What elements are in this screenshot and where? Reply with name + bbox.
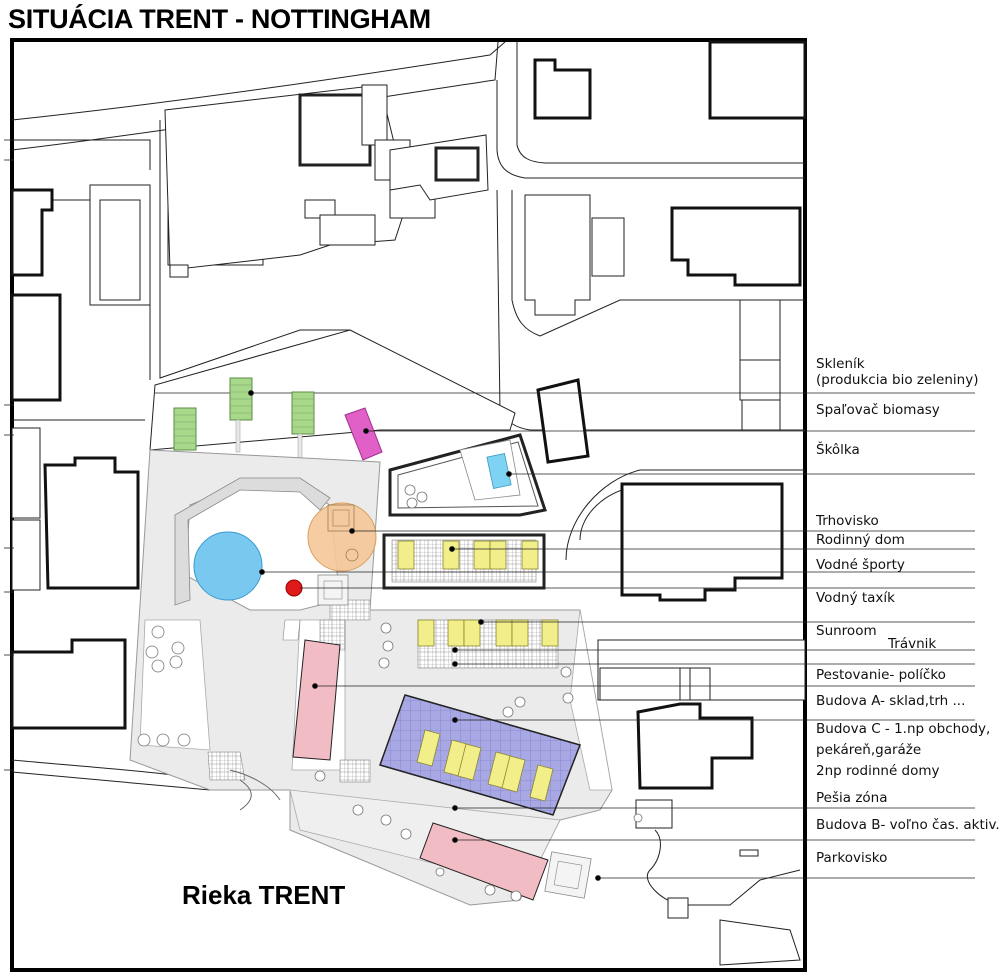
legend-vodny-taxik: Vodný taxík <box>816 590 895 606</box>
family-houses <box>397 540 539 570</box>
map-title: SITUÁCIA TRENT - NOTTINGHAM <box>8 4 431 34</box>
tree-lawn <box>139 619 211 751</box>
legend-rodinny-dom: Rodinný dom <box>816 532 905 548</box>
terrace-steps <box>174 477 331 606</box>
legend-pesia-zona: Pešia zóna <box>816 790 888 806</box>
legend-budova-c-line2: pekáreň,garáže <box>816 742 922 758</box>
market-circle <box>307 502 377 572</box>
building-a <box>292 639 341 761</box>
greenhouse-stripes <box>174 384 314 444</box>
river-label: Rieka TRENT <box>182 880 346 910</box>
legend-sklenik: Skleník (produkcia bio zeleniny) <box>816 356 978 388</box>
building-b <box>419 822 549 901</box>
water-taxi-stop <box>285 579 303 597</box>
trees <box>137 484 643 902</box>
building-c <box>379 694 581 816</box>
edge-ticks <box>4 139 14 771</box>
legend-sklenik-line1: Skleník <box>816 356 865 372</box>
legend-budova-c-line1: Budova C - 1.np obchody, <box>816 721 991 737</box>
legend-budova-b: Budova B- voľno čas. aktiv. <box>816 817 1000 833</box>
legend-vodne-sporty: Vodné športy <box>816 557 905 573</box>
building-c-houses <box>416 729 554 802</box>
east-buildings <box>11 194 806 966</box>
legend-sklenik-line2: (produkcia bio zeleniny) <box>816 372 979 388</box>
legend-travnik: Trávnik <box>888 636 937 652</box>
north-buildings <box>89 84 489 306</box>
leader-lines <box>248 390 975 881</box>
cultivation-plots <box>417 619 559 669</box>
legend-parkovisko: Parkovisko <box>816 850 888 866</box>
legend-pestovanie: Pestovanie- políčko <box>816 667 946 683</box>
water-sports-circle <box>193 531 263 601</box>
legend-skolka: Škôlka <box>816 442 860 458</box>
sunrooms <box>417 619 559 647</box>
biomass-burner <box>344 407 383 461</box>
legend-trhovisko: Trhovisko <box>816 513 879 529</box>
greenhouse-field <box>149 329 516 451</box>
legend-sunroom: Sunroom <box>816 623 877 639</box>
kindergarten-pool <box>486 453 512 489</box>
legend-budova-c-line3: 2np rodinné domy <box>816 763 940 779</box>
legend-budova-a: Budova A- sklad,trh ... <box>816 693 966 709</box>
legend-budova-c: Budova C - 1.np obchody, pekáreň,garáže … <box>816 719 990 782</box>
heavy-buildings <box>10 40 807 790</box>
legend-spalovac: Spaľovač biomasy <box>816 402 940 418</box>
